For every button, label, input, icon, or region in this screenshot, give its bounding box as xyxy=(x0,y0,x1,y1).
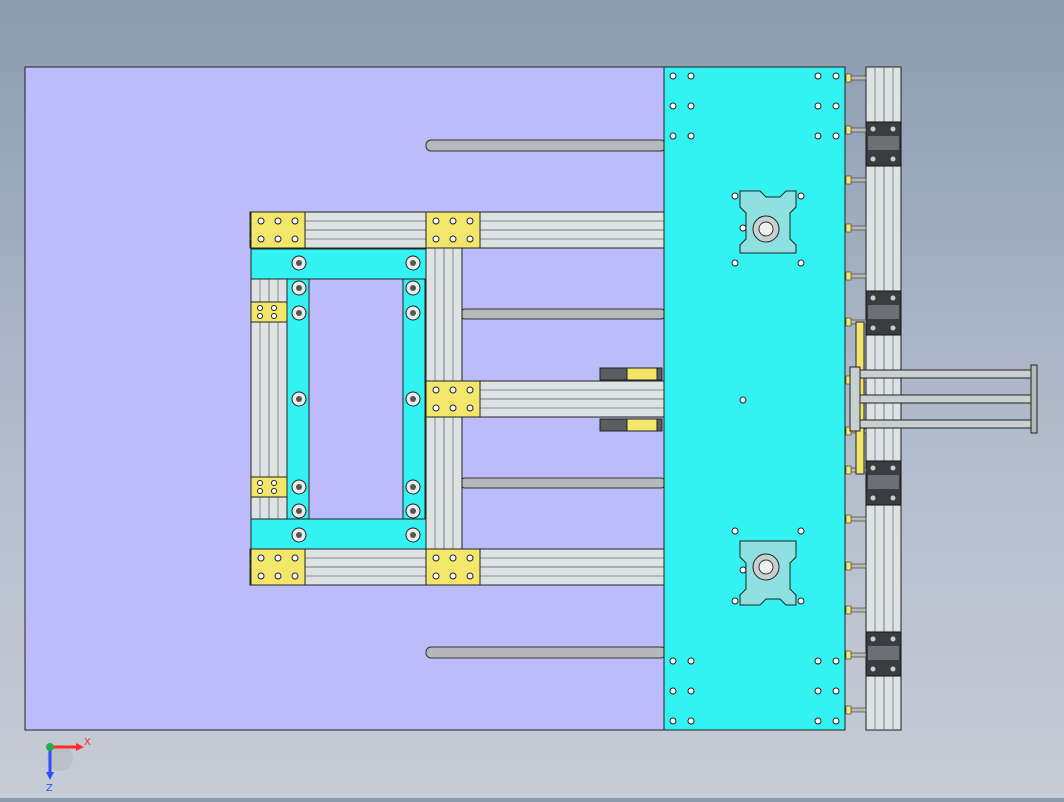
guide-rod-mid-upper[interactable] xyxy=(459,308,667,320)
pin xyxy=(845,223,867,233)
mounting-hole xyxy=(814,657,822,665)
triad-z-label: Z xyxy=(46,783,53,794)
mounting-hole xyxy=(832,132,840,140)
mounting-hole xyxy=(669,102,677,110)
pin xyxy=(845,73,867,83)
corner-bracket xyxy=(250,548,306,586)
guide-rod-mid-lower[interactable] xyxy=(459,477,667,489)
mounting-hole xyxy=(814,72,822,80)
mounting-hole xyxy=(739,566,747,574)
side-bracket xyxy=(250,476,288,498)
frame-bolt xyxy=(405,479,421,495)
clamp-pad-lower[interactable] xyxy=(739,540,797,606)
mounting-hole xyxy=(739,396,747,404)
frame-bolt xyxy=(291,280,307,296)
pin xyxy=(845,514,867,524)
rail-clamp-block xyxy=(865,121,902,167)
side-bracket xyxy=(250,301,288,323)
corner-brackets xyxy=(250,211,481,586)
mounting-hole xyxy=(669,687,677,695)
rail-clamp-block xyxy=(865,631,902,677)
inner-frame-top-bar xyxy=(250,248,427,280)
corner-bracket xyxy=(425,211,481,249)
triad-x-label: X xyxy=(84,737,91,748)
pin xyxy=(845,125,867,135)
mounting-hole xyxy=(687,72,695,80)
clamp-pad-upper[interactable] xyxy=(739,190,797,254)
mounting-hole xyxy=(797,259,805,267)
frame-bolt xyxy=(291,503,307,519)
corner-bracket xyxy=(425,380,481,418)
frame-bolt xyxy=(405,503,421,519)
frame-bolt xyxy=(291,305,307,321)
mounting-hole xyxy=(814,102,822,110)
pin xyxy=(845,175,867,185)
corner-bracket xyxy=(250,211,306,249)
mounting-hole xyxy=(731,259,739,267)
rail-clamp-block xyxy=(865,290,902,336)
corner-bracket xyxy=(425,548,481,586)
pin xyxy=(845,561,867,571)
mounting-hole xyxy=(797,597,805,605)
mounting-hole xyxy=(669,132,677,140)
mounting-hole xyxy=(687,687,695,695)
main-cyan-plate[interactable] xyxy=(663,66,846,731)
mounting-hole xyxy=(687,657,695,665)
mounting-hole xyxy=(832,717,840,725)
pin xyxy=(845,705,867,715)
mounting-hole xyxy=(687,102,695,110)
pin xyxy=(845,271,867,281)
mounting-hole xyxy=(832,72,840,80)
mounting-hole xyxy=(832,687,840,695)
mounting-hole xyxy=(669,72,677,80)
frame-bolt xyxy=(405,280,421,296)
frame-bolt xyxy=(405,305,421,321)
mounting-hole xyxy=(669,657,677,665)
guide-rod-top[interactable] xyxy=(425,139,667,152)
mounting-hole xyxy=(669,717,677,725)
pin xyxy=(845,605,867,615)
main-plate-holes xyxy=(669,72,840,725)
mounting-hole xyxy=(814,687,822,695)
orientation-triad: X Z xyxy=(46,737,91,794)
mounting-hole xyxy=(814,717,822,725)
frame-bolt xyxy=(405,391,421,407)
mounting-hole xyxy=(731,527,739,535)
triad-y-axis xyxy=(46,743,54,751)
middle-cylinders xyxy=(599,367,663,432)
guide-rod-bottom[interactable] xyxy=(425,646,667,659)
frame-bolt xyxy=(405,255,421,271)
mounting-hole xyxy=(687,132,695,140)
frame-bolt xyxy=(405,527,421,543)
pin xyxy=(845,650,867,660)
frame-bolt xyxy=(291,527,307,543)
mounting-hole xyxy=(687,717,695,725)
mounting-hole xyxy=(797,192,805,200)
mounting-hole xyxy=(832,102,840,110)
mounting-hole xyxy=(731,192,739,200)
mounting-hole xyxy=(797,527,805,535)
frame-bolt xyxy=(291,255,307,271)
rail-blocks xyxy=(865,121,902,677)
rail-clamp-block xyxy=(865,460,902,506)
right-push-rods[interactable] xyxy=(849,364,1038,434)
mounting-hole xyxy=(739,224,747,232)
frame-bolt xyxy=(291,391,307,407)
mounting-hole xyxy=(814,132,822,140)
inner-frame-bottom-bar xyxy=(250,518,427,550)
frame-bolt xyxy=(291,479,307,495)
mounting-hole xyxy=(832,657,840,665)
mounting-hole xyxy=(731,597,739,605)
